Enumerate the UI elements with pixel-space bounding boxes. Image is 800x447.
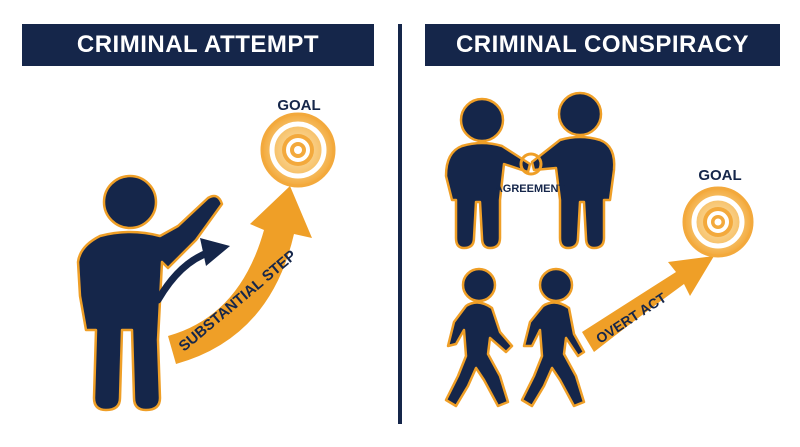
person-handshake-left-icon	[444, 97, 532, 250]
criminal-conspiracy-title: CRIMINAL CONSPIRACY	[425, 24, 780, 66]
handshake-icon	[519, 152, 543, 176]
agreement-label: AGREEMENT	[495, 183, 566, 195]
right-goal-label: GOAL	[698, 167, 741, 184]
person-walking-left-icon	[444, 267, 514, 408]
substantial-step-arrow-icon	[168, 186, 312, 364]
goal-target-icon	[682, 186, 754, 258]
person-handshake-right-icon	[530, 91, 616, 250]
left-goal-label: GOAL	[277, 97, 320, 114]
person-walking-right-icon	[520, 267, 586, 408]
person-reaching-icon	[76, 174, 224, 412]
goal-target-icon	[260, 112, 336, 188]
criminal-attempt-title: CRIMINAL ATTEMPT	[22, 24, 374, 66]
overt-act-arrow-icon	[582, 256, 714, 352]
panel-divider	[398, 24, 402, 424]
small-curved-arrow-icon	[154, 238, 230, 304]
